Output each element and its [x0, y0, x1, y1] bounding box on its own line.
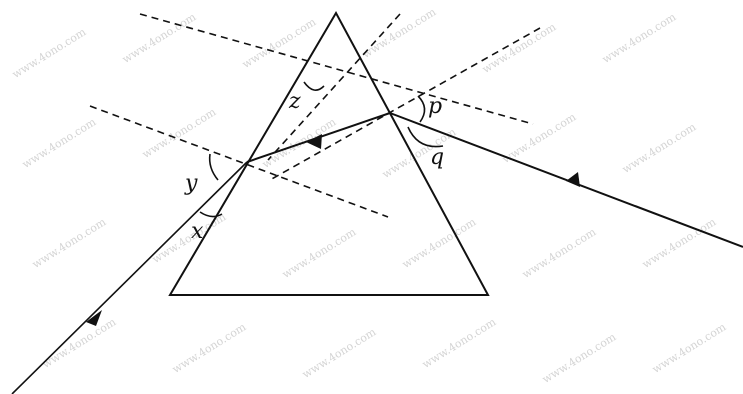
- label-y: y: [184, 171, 198, 196]
- angle-arc-y: [208, 153, 219, 181]
- prism-triangle: [168, 10, 490, 296]
- angle-arc-q: [407, 126, 444, 148]
- angle-arc-p: [417, 95, 426, 123]
- normal-left-face: [89, 105, 389, 218]
- incident-ray-arrow: [566, 172, 580, 187]
- label-p: p: [428, 94, 442, 119]
- emergent-ray: [11, 161, 248, 394]
- extension-line-lower: [269, 27, 541, 181]
- angle-arc-z: [303, 81, 325, 91]
- extension-line-upper: [267, 13, 401, 161]
- incident-ray: [389, 112, 743, 248]
- label-q: q: [430, 145, 444, 170]
- internal-ray-arrow: [306, 134, 322, 149]
- emergent-ray-arrow: [86, 310, 102, 326]
- angle-arc-x: [199, 211, 223, 218]
- normal-right-face: [139, 13, 534, 125]
- label-x: x: [191, 219, 204, 244]
- label-z: z: [288, 89, 301, 114]
